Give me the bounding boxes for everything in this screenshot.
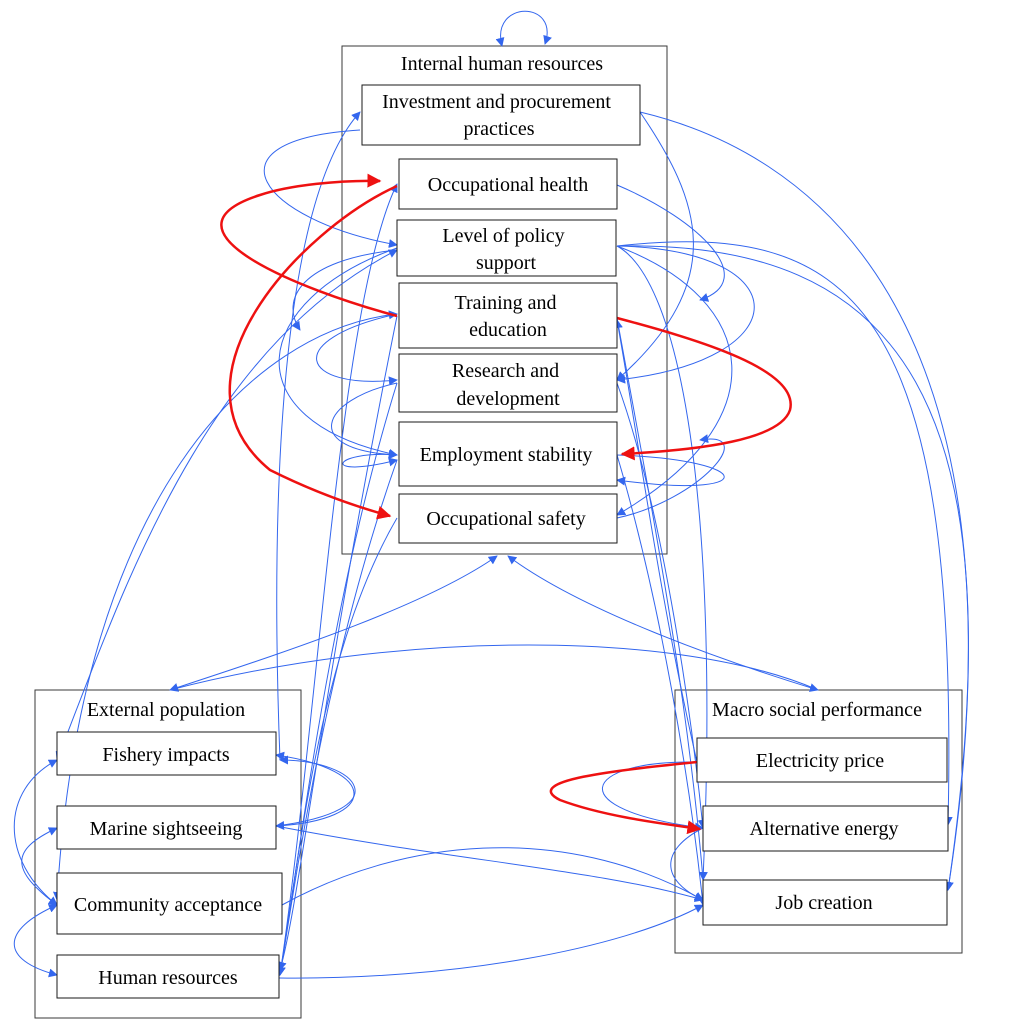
node-investment-procurement[interactable]: Investment and procurement practices <box>361 84 641 146</box>
edge-blue-31 <box>13 759 58 906</box>
node-electricity-price[interactable]: Electricity price <box>696 737 948 783</box>
edge-blue-2 <box>507 555 819 692</box>
edge-blue-29 <box>616 434 725 519</box>
svg-text:Investment and procurement: Investment and procurement practices <box>382 91 616 140</box>
node-label: Alternative energy <box>749 818 898 840</box>
node-fishery-impacts[interactable]: Fishery impacts <box>56 731 277 776</box>
edge-red-1 <box>228 184 398 520</box>
node-occupational-safety[interactable]: Occupational safety <box>398 493 618 544</box>
group-title-internal: Internal human resources <box>401 53 603 75</box>
node-job-creation[interactable]: Job creation <box>702 879 948 926</box>
edge-blue-25 <box>616 454 725 487</box>
edge-blue-37 <box>281 847 704 906</box>
edge-blue-33 <box>14 904 58 978</box>
node-label: Electricity price <box>756 750 884 772</box>
edge-blue-23 <box>331 382 398 460</box>
node-label-line: Research and <box>452 360 559 382</box>
group-title-external: External population <box>87 699 245 721</box>
node-employment-stability[interactable]: Employment stability <box>398 421 618 487</box>
edge-red-3 <box>549 760 702 835</box>
node-human-resources[interactable]: Human resources <box>56 954 280 999</box>
edge-blue-40 <box>670 827 704 901</box>
node-label: Occupational safety <box>426 508 585 530</box>
edge-blue-1 <box>169 555 498 692</box>
edge-blue-30 <box>276 517 398 976</box>
node-label: Community acceptance <box>74 894 262 916</box>
svg-text:Research and development: Research and development <box>452 360 564 410</box>
edge-red-2 <box>616 316 792 461</box>
edge-blue-12 <box>616 245 708 881</box>
node-label: Employment stability <box>420 444 593 466</box>
edge-blue-36 <box>275 825 704 903</box>
svg-text:Level of policy support: Level of policy support <box>442 225 569 274</box>
edge-blue-38 <box>278 904 704 979</box>
node-label: Human resources <box>98 967 238 989</box>
edge-blue-13 <box>616 245 733 516</box>
edge-blue-19 <box>316 313 398 386</box>
edge-blue-21 <box>616 317 709 906</box>
node-label-line: support <box>476 252 536 274</box>
edge-blue-39 <box>602 761 704 832</box>
node-label-line: practices <box>463 118 534 140</box>
node-research-development[interactable]: Research and development <box>398 353 618 413</box>
edge-blue-10 <box>616 241 953 826</box>
node-label: Marine sightseeing <box>90 818 243 840</box>
edge-blue-26 <box>342 453 398 468</box>
group-title-macro: Macro social performance <box>712 699 922 721</box>
node-label: Fishery impacts <box>102 744 229 766</box>
node-label: Job creation <box>775 892 872 914</box>
node-label-line: Level of policy <box>442 225 564 247</box>
svg-text:Training and education: Training and education <box>454 292 561 341</box>
edge-blue-8 <box>616 184 725 302</box>
node-label: Occupational health <box>428 174 589 196</box>
node-label-line: Investment and procurement <box>382 91 611 113</box>
edge-red-0 <box>220 173 398 318</box>
red-edges <box>220 173 792 835</box>
node-marine-sightseeing[interactable]: Marine sightseeing <box>56 805 277 850</box>
node-training-education[interactable]: Training and education <box>398 282 618 349</box>
edge-blue-0 <box>495 10 552 47</box>
edge-blue-28 <box>616 454 707 906</box>
node-label-line: development <box>456 388 560 410</box>
edge-blue-11 <box>616 245 969 891</box>
edge-blue-32 <box>21 827 58 906</box>
edge-blue-35 <box>275 755 356 827</box>
edge-blue-41 <box>613 319 698 763</box>
edge-blue-3 <box>169 644 819 691</box>
node-community-acceptance[interactable]: Community acceptance <box>56 872 283 935</box>
node-label-line: education <box>469 319 547 341</box>
edge-blue-7 <box>263 129 398 248</box>
node-level-of-policy-support[interactable]: Level of policy support <box>396 219 617 277</box>
node-label-line: Training and <box>454 292 556 314</box>
edge-blue-14 <box>616 245 755 384</box>
node-occupational-health[interactable]: Occupational health <box>398 158 618 210</box>
node-alternative-energy[interactable]: Alternative energy <box>702 805 949 852</box>
